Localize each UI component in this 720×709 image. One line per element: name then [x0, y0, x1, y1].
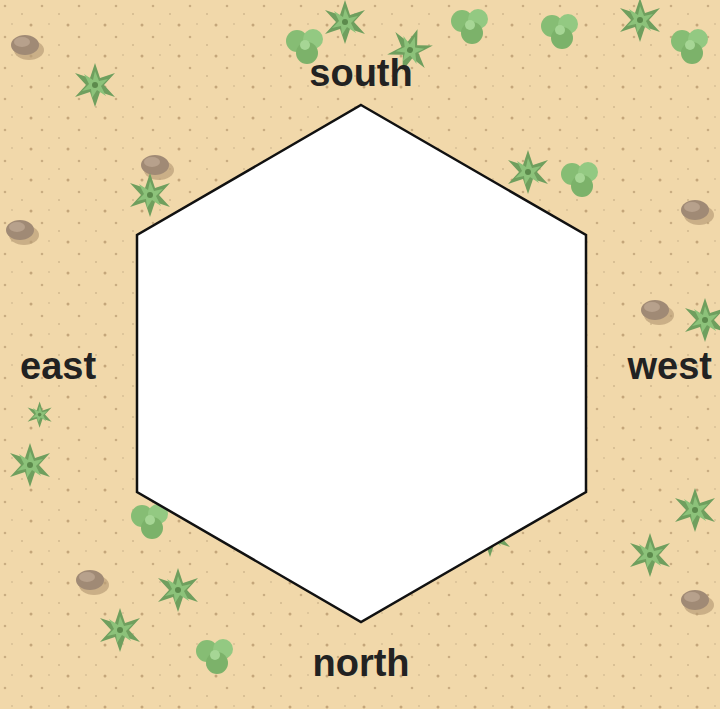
direction-label: south — [309, 54, 412, 92]
direction-label: north — [312, 644, 409, 682]
direction-label: east — [20, 347, 96, 385]
direction-label: west — [628, 347, 712, 385]
hexagon-tile — [137, 105, 586, 622]
